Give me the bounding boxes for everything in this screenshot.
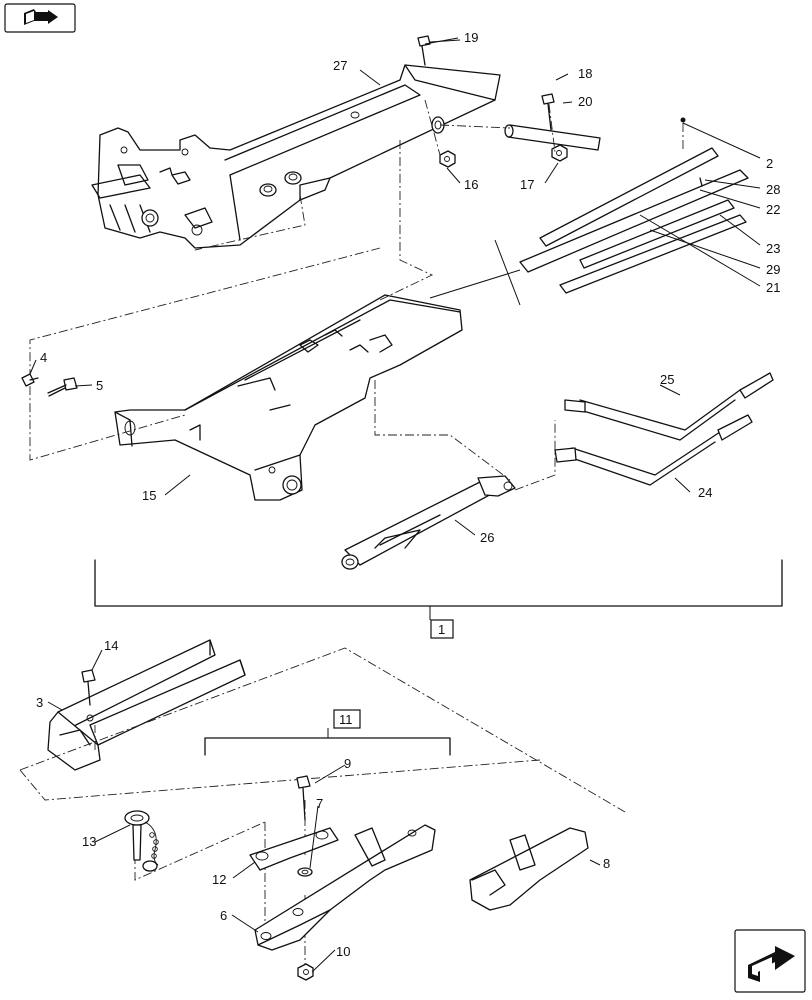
callout-17: 17 (520, 177, 534, 192)
callout-11: 11 (339, 712, 353, 727)
callout-18: 18 (578, 66, 592, 81)
part-16-nut (439, 150, 456, 168)
part-8-hook (469, 827, 589, 911)
part-13-pin (124, 810, 159, 872)
callout-10: 10 (336, 944, 350, 959)
assembly-11-label-box: 11 (333, 709, 361, 729)
part-12-plate (249, 827, 339, 871)
callout-19: 19 (464, 30, 478, 45)
part-18-bolt (541, 93, 555, 131)
wear-strips (519, 117, 749, 294)
callout-29: 29 (766, 262, 780, 277)
part-19-bolt (417, 35, 461, 66)
part-10-nut (297, 963, 314, 981)
assembly-1-bracket (94, 559, 783, 620)
callout-12: 12 (212, 872, 226, 887)
part-15-frame (114, 294, 463, 501)
part-5-bolt (47, 377, 78, 397)
callout-9: 9 (344, 756, 351, 771)
callout-27: 27 (333, 58, 347, 73)
callout-20: 20 (578, 94, 592, 109)
callout-22: 22 (766, 202, 780, 217)
callout-15: 15 (142, 488, 156, 503)
part-3-rails (47, 639, 246, 771)
callout-23: 23 (766, 241, 780, 256)
callout-28: 28 (766, 182, 780, 197)
callout-2: 2 (766, 156, 773, 171)
part-7-washer (297, 867, 313, 877)
callout-3: 3 (36, 695, 43, 710)
assembly-dashlines-lower (19, 647, 626, 965)
callout-labels: 19 27 18 20 16 17 2 28 22 23 29 21 4 5 1… (36, 30, 780, 959)
callout-21: 21 (766, 280, 780, 295)
assembly-11-bracket (204, 728, 451, 756)
part-14-bolt (81, 669, 96, 706)
callout-8: 8 (603, 856, 610, 871)
part-20-pin (504, 124, 601, 151)
next-page-arrow-icon[interactable] (734, 929, 806, 993)
callout-24: 24 (698, 485, 712, 500)
callout-16: 16 (464, 177, 478, 192)
part-9-bolt (296, 775, 311, 821)
part-27-frame (91, 64, 501, 249)
callout-6: 6 (220, 908, 227, 923)
callout-25: 25 (660, 372, 674, 387)
callout-26: 26 (480, 530, 494, 545)
part-26-cylinder (341, 475, 516, 570)
strip-leaders (429, 122, 761, 306)
leader-lines (29, 37, 691, 973)
assembly-dashlines-upper (29, 99, 684, 491)
callout-13: 13 (82, 834, 96, 849)
part-6-hitch (254, 824, 436, 951)
callout-7: 7 (316, 796, 323, 811)
callout-4: 4 (40, 350, 47, 365)
part-24-hose (554, 414, 753, 486)
callout-1: 1 (438, 622, 445, 637)
part-4-bolt (21, 373, 39, 387)
part-17-nut (551, 144, 568, 162)
part-25-hose (564, 372, 774, 441)
book-arrow-icon[interactable] (4, 3, 76, 33)
callout-14: 14 (104, 638, 118, 653)
assembly-1-label-box: 1 (430, 619, 454, 639)
callout-5: 5 (96, 378, 103, 393)
